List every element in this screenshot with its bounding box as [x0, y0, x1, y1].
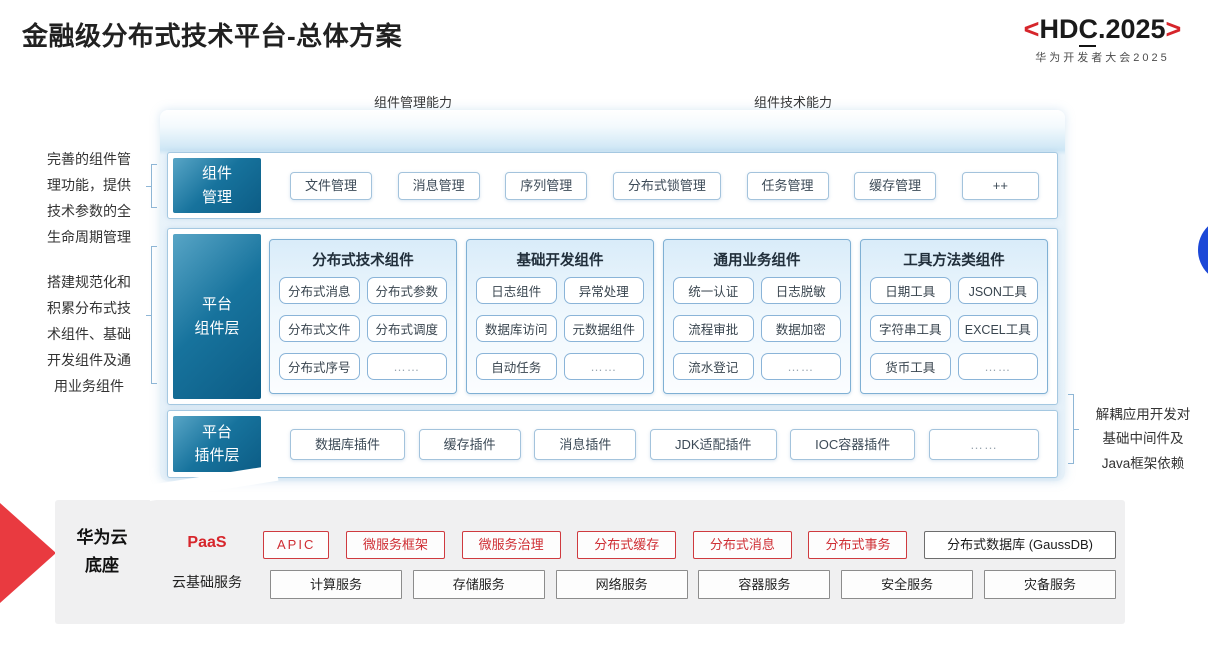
left-bracket-components — [146, 246, 157, 384]
cell: 分布式序号 — [279, 353, 360, 380]
panel-common-business: 通用业务组件 统一认证 日志脱敏 流程审批 数据加密 流水登记 …… — [663, 239, 851, 394]
cell: 分布式参数 — [366, 277, 447, 304]
cell: 日期工具 — [870, 277, 951, 304]
cell: 货币工具 — [870, 353, 951, 380]
logo-c-underlined: C — [1078, 14, 1098, 44]
cloud-base-services-label: 云基础服务 — [172, 574, 242, 590]
panel-tool-methods: 工具方法类组件 日期工具 JSON工具 字符串工具 EXCEL工具 货币工具 …… — [860, 239, 1048, 394]
cell: 分布式文件 — [279, 315, 360, 342]
cell: 日志脱敏 — [760, 277, 841, 304]
paas-box: 微服务治理 — [461, 531, 561, 559]
cell: 统一认证 — [673, 277, 754, 304]
paas-box: 分布式事务 — [808, 531, 908, 559]
item-box: 任务管理 — [746, 171, 829, 200]
hdc-2025-logo: <HDC.2025> 华为开发者大会2025 — [1000, 14, 1205, 65]
cell: 字符串工具 — [870, 315, 951, 342]
item-box: 消息插件 — [534, 428, 637, 460]
panel-distributed-tech: 分布式技术组件 分布式消息 分布式参数 分布式文件 分布式调度 分布式序号 …… — [269, 239, 457, 394]
logo-year: .2025 — [1097, 14, 1166, 44]
item-box: 缓存管理 — [854, 171, 937, 200]
cell: EXCEL工具 — [957, 315, 1038, 342]
arrow-label: 组件管理能力 — [373, 95, 452, 110]
cell: 元数据组件 — [563, 315, 644, 342]
cloud-service-box: 容器服务 — [698, 569, 831, 599]
cell: 自动任务 — [476, 353, 557, 380]
paas-box: APIC — [263, 531, 330, 559]
cell: 流程审批 — [673, 315, 754, 342]
layer-row-component-management: 组件 管理 文件管理 消息管理 序列管理 分布式锁管理 任务管理 缓存管理 ++ — [167, 152, 1058, 219]
note-component-layer: 搭建规范化和 积累分布式技 术组件、基础 开发组件及通 用业务组件 — [47, 274, 131, 394]
cloud-service-box: 灾备服务 — [983, 569, 1116, 599]
item-box: 消息管理 — [397, 171, 480, 200]
cloud-base-services-row: 计算服务 存储服务 网络服务 容器服务 安全服务 灾备服务 — [270, 569, 1116, 599]
cloud-service-box: 网络服务 — [555, 569, 688, 599]
cell-more: …… — [563, 353, 644, 380]
item-box: IOC容器插件 — [790, 428, 916, 460]
cell-more: …… — [366, 353, 447, 380]
panel-title: 基础开发组件 — [516, 253, 604, 269]
item-box: 数据库插件 — [290, 428, 406, 460]
management-items: 文件管理 消息管理 序列管理 分布式锁管理 任务管理 缓存管理 ++ — [290, 153, 1039, 218]
panel-basic-dev: 基础开发组件 日志组件 异常处理 数据库访问 元数据组件 自动任务 …… — [466, 239, 654, 394]
cell: 日志组件 — [476, 277, 557, 304]
logo-hd: HD — [1039, 14, 1079, 44]
hdc-logo-text: <HDC.2025> — [1000, 14, 1205, 45]
layer-label-platform-components: 平台 组件层 — [173, 234, 261, 399]
item-box: 缓存插件 — [418, 428, 521, 460]
logo-right-angle: > — [1165, 14, 1182, 44]
cloud-service-box: 安全服务 — [841, 569, 974, 599]
paas-box: 分布式缓存 — [577, 531, 677, 559]
item-box: 文件管理 — [290, 171, 373, 200]
cloud-service-box: 存储服务 — [412, 569, 545, 599]
right-bracket-plugins — [1068, 394, 1079, 464]
panel-grid: 日志组件 异常处理 数据库访问 元数据组件 自动任务 …… — [467, 277, 653, 393]
cell: 流水登记 — [673, 353, 754, 380]
paas-services-row: APIC 微服务框架 微服务治理 分布式缓存 分布式消息 分布式事务 分布式数据… — [263, 530, 1116, 560]
note-component-management: 完善的组件管 理功能，提供 技术参数的全 生命周期管理 — [47, 151, 131, 245]
cell: 异常处理 — [563, 277, 644, 304]
note-plugin-layer: 解耦应用开发对 基础中间件及 Java框架依赖 — [1095, 407, 1191, 471]
panel-title: 分布式技术组件 — [312, 253, 414, 269]
cell: 分布式消息 — [279, 277, 360, 304]
red-arrow-icon — [0, 503, 56, 603]
item-box: JDK适配插件 — [649, 428, 777, 460]
panel-grid: 统一认证 日志脱敏 流程审批 数据加密 流水登记 …… — [664, 277, 850, 393]
panel-title: 通用业务组件 — [713, 253, 801, 269]
layer-row-platform-plugins: 平台 插件层 数据库插件 缓存插件 消息插件 JDK适配插件 IOC容器插件 …… — [167, 410, 1058, 478]
left-bracket-management — [146, 164, 157, 208]
item-box-more: ++ — [961, 171, 1039, 200]
cell: 分布式调度 — [366, 315, 447, 342]
cloud-service-box: 计算服务 — [270, 569, 402, 599]
paas-box: 分布式消息 — [692, 531, 792, 559]
huawei-cloud-foundation-label: 华为云 底座 — [76, 528, 128, 576]
layer-row-platform-components: 平台 组件层 分布式技术组件 分布式消息 分布式参数 分布式文件 分布式调度 分… — [167, 228, 1058, 405]
blue-accent-circle — [1198, 217, 1208, 283]
cell-more: …… — [760, 353, 841, 380]
huawei-cloud-foundation-panel — [55, 500, 1125, 624]
cell-more: …… — [957, 353, 1038, 380]
panel-grid: 日期工具 JSON工具 字符串工具 EXCEL工具 货币工具 …… — [861, 277, 1047, 393]
page-title: 金融级分布式技术平台-总体方案 — [22, 21, 403, 51]
layer-label-platform-plugins: 平台 插件层 — [173, 416, 261, 472]
panel-grid: 分布式消息 分布式参数 分布式文件 分布式调度 分布式序号 …… — [270, 277, 456, 393]
layer-label-component-management: 组件 管理 — [173, 158, 261, 213]
paas-box: 微服务框架 — [345, 531, 445, 559]
component-panels: 分布式技术组件 分布式消息 分布式参数 分布式文件 分布式调度 分布式序号 ……… — [269, 239, 1048, 394]
plugin-items: 数据库插件 缓存插件 消息插件 JDK适配插件 IOC容器插件 …… — [290, 411, 1039, 477]
item-box: 分布式锁管理 — [612, 171, 721, 200]
item-box: 序列管理 — [505, 171, 588, 200]
panel-title: 工具方法类组件 — [903, 253, 1005, 269]
gaussdb-box: 分布式数据库 (GaussDB) — [924, 531, 1116, 559]
paas-label: PaaS — [187, 534, 227, 551]
platform-stack: 组件 管理 文件管理 消息管理 序列管理 分布式锁管理 任务管理 缓存管理 ++… — [160, 110, 1065, 481]
cell: 数据库访问 — [476, 315, 557, 342]
cell: 数据加密 — [760, 315, 841, 342]
hdc-logo-subtitle: 华为开发者大会2025 — [1035, 52, 1170, 64]
arrow-label: 组件技术能力 — [753, 95, 832, 110]
item-box-more: …… — [928, 428, 1039, 460]
logo-left-angle: < — [1023, 14, 1040, 44]
cell: JSON工具 — [957, 277, 1038, 304]
